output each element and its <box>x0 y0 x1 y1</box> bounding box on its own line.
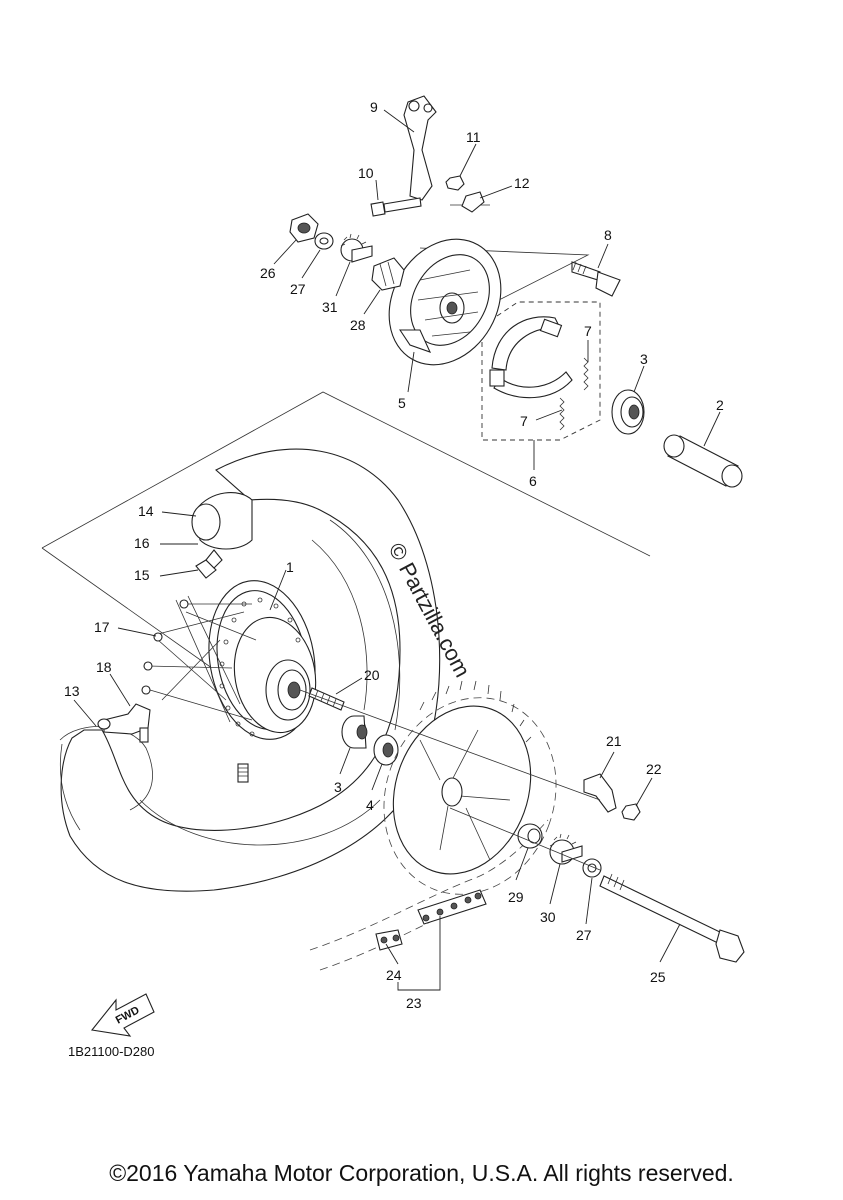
callout-20: 20 <box>364 667 380 683</box>
valve-stem-lower[interactable] <box>237 763 249 783</box>
callout-3-upper: 3 <box>640 351 648 367</box>
callout-labels: 9 11 10 12 8 26 27 31 28 7 3 5 2 7 6 14 … <box>64 99 724 1011</box>
callout-22: 22 <box>646 761 662 777</box>
assembly-outline <box>41 204 651 696</box>
callout-18: 18 <box>96 659 112 675</box>
rear-axle[interactable] <box>599 873 745 963</box>
callout-12: 12 <box>514 175 530 191</box>
callout-14: 14 <box>138 503 154 519</box>
fwd-arrow-icon: FWD <box>90 993 155 1037</box>
collar-29[interactable] <box>517 823 543 849</box>
callout-9: 9 <box>370 99 378 115</box>
callout-29: 29 <box>508 889 524 905</box>
callout-1: 1 <box>286 559 294 575</box>
callout-5: 5 <box>398 395 406 411</box>
chain-joint[interactable] <box>375 929 403 951</box>
rear-hub[interactable] <box>197 572 327 748</box>
callout-11: 11 <box>466 129 481 145</box>
lever-washer[interactable] <box>461 191 485 213</box>
callout-4: 4 <box>366 797 374 813</box>
callout-23: 23 <box>406 995 422 1011</box>
lever-bolt[interactable] <box>370 197 422 217</box>
wear-indicator-upper[interactable] <box>340 233 373 263</box>
diagram-code: 1B21100-D280 <box>68 1044 155 1059</box>
callout-6: 6 <box>529 473 537 489</box>
wear-indicator-lower[interactable] <box>549 833 583 865</box>
axle-nut-upper[interactable] <box>289 213 319 243</box>
callout-13: 13 <box>64 683 80 699</box>
bearing-lower[interactable] <box>341 715 368 749</box>
brake-shoe-assembly[interactable] <box>489 316 573 399</box>
axle-spacer[interactable] <box>663 434 743 488</box>
callout-31: 31 <box>322 299 338 315</box>
brake-spring[interactable] <box>559 357 589 431</box>
callout-16: 16 <box>134 535 150 551</box>
brake-camshaft[interactable] <box>571 261 621 297</box>
rear-sprocket[interactable] <box>357 673 583 918</box>
callout-8: 8 <box>604 227 612 243</box>
chain-puller[interactable] <box>583 773 617 813</box>
callout-30: 30 <box>540 909 556 925</box>
collar-28[interactable] <box>371 257 405 291</box>
lever-nut[interactable] <box>445 175 465 191</box>
tube-valve[interactable] <box>191 492 253 579</box>
camshaft-lever[interactable] <box>403 95 437 201</box>
callout-17: 17 <box>94 619 110 635</box>
callout-15: 15 <box>134 567 150 583</box>
tire[interactable] <box>59 448 441 892</box>
callout-7-lower: 7 <box>520 413 528 429</box>
callout-3-lower: 3 <box>334 779 342 795</box>
spoke-set[interactable] <box>141 595 257 723</box>
callout-27-lower: 27 <box>576 927 592 943</box>
copyright-notice: ©2016 Yamaha Motor Corporation, U.S.A. A… <box>109 1160 734 1186</box>
brake-panel[interactable] <box>367 219 523 385</box>
callout-21: 21 <box>606 733 622 749</box>
callout-27-upper: 27 <box>290 281 306 297</box>
callout-26: 26 <box>260 265 276 281</box>
rim-band-valve[interactable] <box>97 703 151 743</box>
oil-seal[interactable] <box>373 734 399 766</box>
bearing-upper[interactable] <box>611 389 645 435</box>
assembly-axis <box>299 689 601 871</box>
callout-10: 10 <box>358 165 374 181</box>
callout-24: 24 <box>386 967 402 983</box>
callout-2: 2 <box>716 397 724 413</box>
callout-7-upper: 7 <box>584 323 592 339</box>
leader-lines <box>73 109 721 991</box>
callout-25: 25 <box>650 969 666 985</box>
callout-28: 28 <box>350 317 366 333</box>
washer-upper[interactable] <box>314 232 334 250</box>
washer-lower[interactable] <box>582 858 602 878</box>
puller-nut[interactable] <box>621 803 641 821</box>
